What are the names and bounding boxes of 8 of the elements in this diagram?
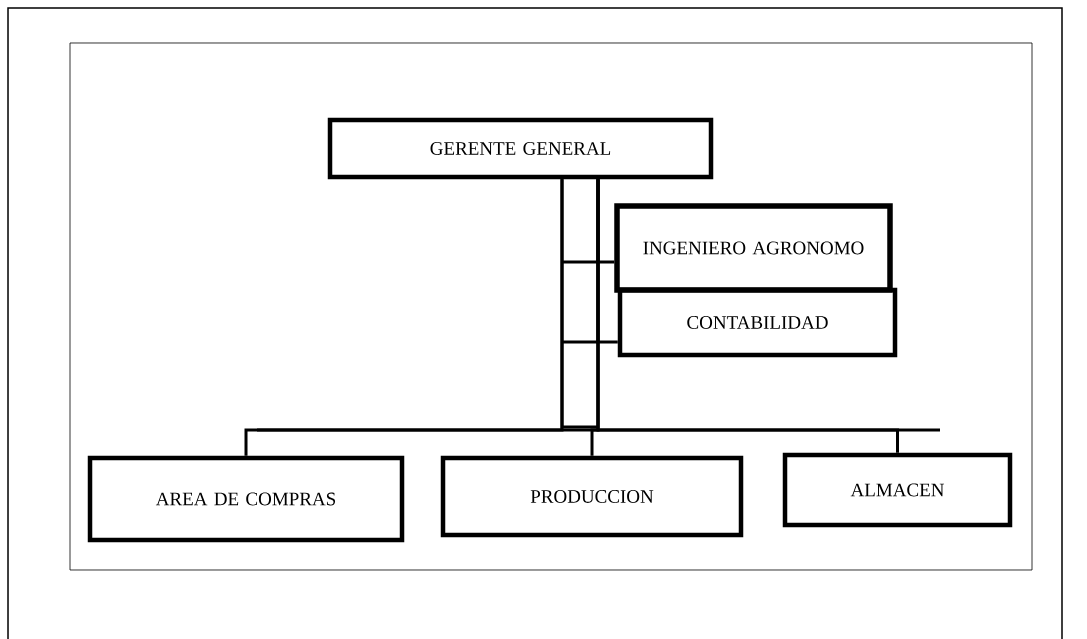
org-box: ALMACEN: [782, 452, 1013, 528]
org-box: AREA DE COMPRAS: [87, 455, 405, 543]
connector-line: [596, 179, 899, 453]
org-box: PRODUCCION: [440, 455, 744, 538]
connector-line: [244, 179, 564, 456]
org-box: INGENIERO AGRONOMO: [614, 203, 893, 293]
org-box: CONTABILIDAD: [617, 287, 898, 358]
org-box: GERENTE GENERAL: [327, 117, 714, 180]
